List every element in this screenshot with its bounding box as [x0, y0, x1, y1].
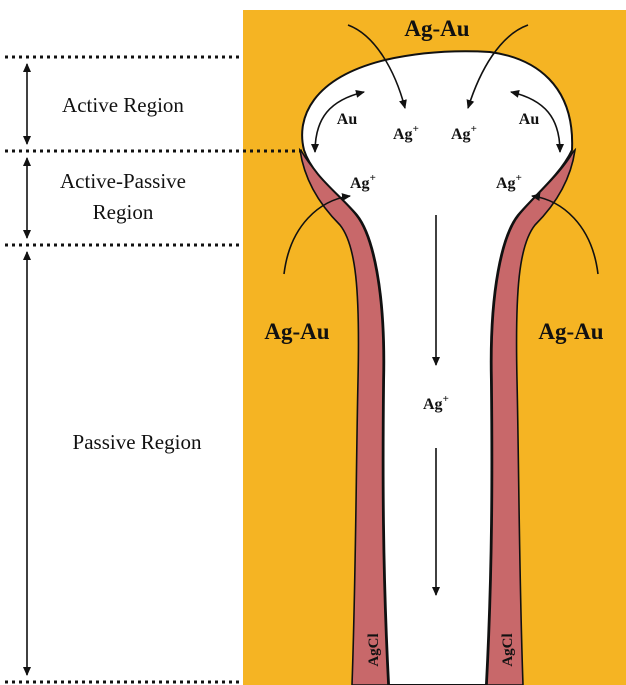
- active-region-label: Active Region: [62, 93, 184, 117]
- alloy-label-top: Ag-Au: [404, 16, 469, 41]
- agcl-label-right: AgCl: [500, 633, 516, 666]
- active-passive-region-label-line2: Region: [93, 200, 154, 224]
- agcl-label-left: AgCl: [366, 633, 382, 666]
- au-label-right: Au: [519, 111, 540, 128]
- alloy-label-left: Ag-Au: [264, 319, 329, 344]
- active-passive-region-label-line1: Active-Passive: [60, 169, 186, 193]
- au-label-left: Au: [337, 111, 358, 128]
- passive-region-label: Passive Region: [73, 430, 202, 454]
- alloy-label-right: Ag-Au: [538, 319, 603, 344]
